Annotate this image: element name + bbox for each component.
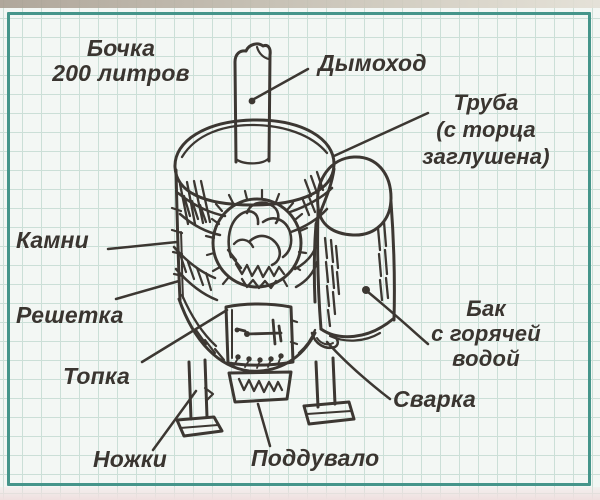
leader-lines <box>106 67 430 452</box>
latch-knob <box>244 331 250 337</box>
label-welding: Сварка <box>393 386 476 412</box>
chimney-pipe-sketch <box>233 42 272 165</box>
air-hole <box>246 356 252 362</box>
label-stones: Камни <box>16 227 89 253</box>
ashpit-sketch <box>227 370 293 404</box>
label-pipe: Труба (с торца заглушена) <box>422 90 550 169</box>
label-chimney: Дымоход <box>318 50 427 76</box>
leader-legs <box>151 389 198 452</box>
leader-pipe <box>332 111 430 158</box>
air-hole <box>257 357 263 363</box>
leader-chimney <box>252 67 310 101</box>
leader-welding <box>325 340 392 401</box>
stones-sketch <box>204 188 309 290</box>
leader-firebox <box>140 308 229 364</box>
leader-grate <box>114 279 181 301</box>
photo-top-edge <box>0 0 600 8</box>
tank-sketch <box>316 155 396 342</box>
leader-stones <box>106 240 179 251</box>
label-grate: Решетка <box>16 302 124 328</box>
legs-sketch <box>175 356 356 438</box>
diagram-frame <box>7 12 591 486</box>
leader-tank <box>366 290 430 346</box>
label-ashpit: Поддувало <box>251 445 380 471</box>
photo-bottom-edge <box>0 487 600 500</box>
air-hole <box>268 356 274 362</box>
air-hole <box>235 354 241 360</box>
weld-flange-sketch <box>310 331 340 350</box>
label-barrel: Бочка 200 литров <box>52 35 190 86</box>
label-tank: Бак с горячей водой <box>431 296 541 371</box>
label-legs: Ножки <box>93 446 167 472</box>
air-hole <box>278 353 284 359</box>
firebox-door-sketch <box>224 302 299 369</box>
label-firebox: Топка <box>63 363 131 389</box>
leader-ashpit <box>256 402 272 448</box>
